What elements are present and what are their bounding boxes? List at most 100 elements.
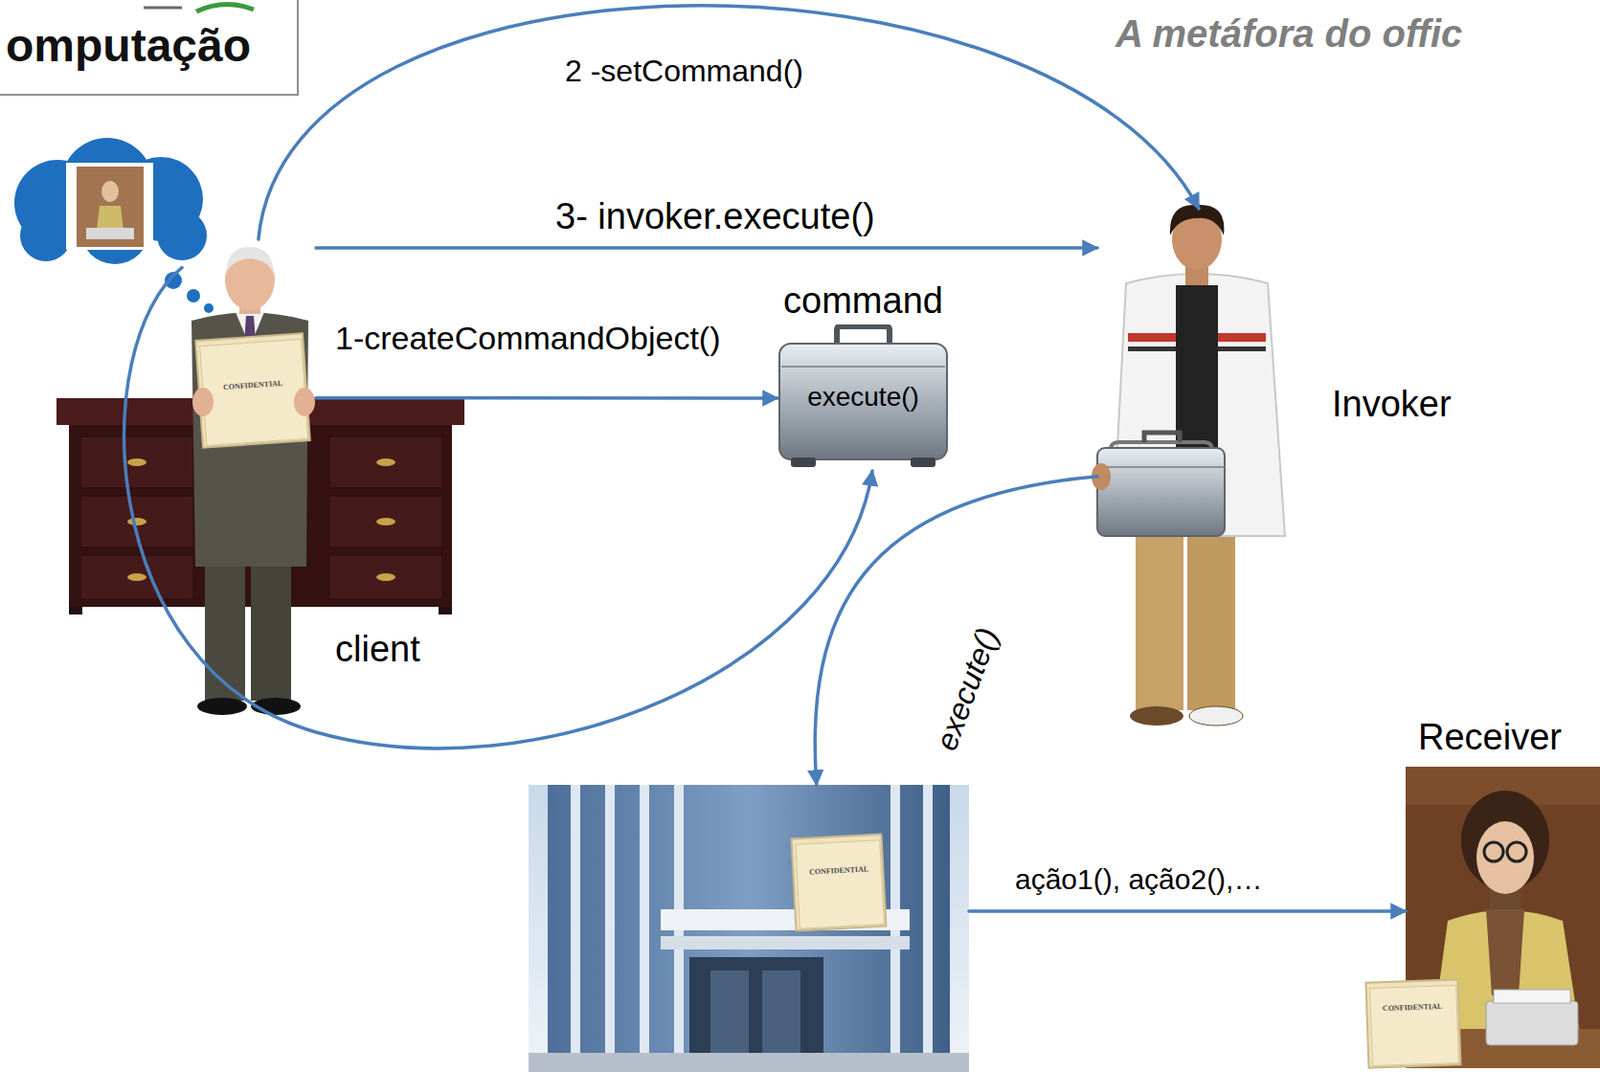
desk: [376, 573, 396, 582]
receiver-photo: [1476, 821, 1534, 895]
slide-title: A metáfora do offic: [1115, 11, 1463, 56]
client-figure: [200, 338, 309, 446]
connector-arrow: [124, 268, 873, 749]
invoker-figure: [1217, 333, 1266, 342]
folder-stamp: CONFIDENTIAL: [1382, 1002, 1443, 1014]
briefcase-shape: [910, 457, 936, 468]
desk: [376, 518, 396, 526]
connector-arrow: [969, 909, 1406, 914]
invoker-figure: [1129, 706, 1184, 726]
thought-cloud: [186, 289, 201, 303]
thought-cloud: [203, 303, 214, 314]
desk: [438, 607, 452, 615]
invoker-figure: [1217, 346, 1266, 352]
briefcase-shape: [781, 365, 946, 368]
client-figure: [293, 387, 316, 417]
receiver-photo: [1486, 909, 1525, 996]
receiver-photo: [1365, 979, 1461, 1068]
invoker-figure: [1144, 432, 1180, 443]
building-photo: [923, 785, 933, 1072]
invoker-figure: [1135, 536, 1184, 711]
receiver-photo: [1507, 842, 1527, 862]
connector-arrow: [258, 5, 1199, 240]
client-figure: [225, 247, 274, 276]
building-photo: [689, 957, 824, 1061]
desk: [68, 607, 83, 615]
logo-box: [0, 0, 298, 95]
building-photo: [795, 840, 884, 929]
method-label: execute(): [807, 382, 920, 413]
desk: [127, 573, 147, 582]
invoker-figure: [1097, 466, 1225, 469]
receiver-photo: [1486, 1001, 1578, 1046]
receiver-photo: [1365, 979, 1461, 1068]
desk: [80, 555, 194, 600]
desk: [127, 518, 147, 526]
connector-arrow: [315, 396, 778, 401]
thought-cloud: [76, 166, 144, 248]
node-label: Invoker: [1331, 383, 1452, 427]
edge-label: 2 -setCommand(): [564, 53, 804, 90]
invoker-figure: [1187, 536, 1236, 711]
building-node: [528, 785, 970, 1072]
desk: [127, 458, 147, 467]
receiver-photo-node: Receiver: [1405, 766, 1600, 1069]
client-figure: [191, 247, 316, 716]
invoker-figure: [1170, 204, 1225, 236]
thought-cloud: [14, 137, 214, 314]
receiver-photo: [1370, 985, 1460, 1066]
receiver-photo: [1493, 990, 1571, 1004]
logo-box: [196, 3, 254, 12]
logo-box: [143, 6, 182, 10]
desk: [80, 436, 194, 489]
folder-stamp: CONFIDENTIAL: [223, 379, 284, 393]
edge-label: ação1(), ação2(),…: [1014, 863, 1262, 898]
invoker-figure: [1091, 204, 1285, 726]
invoker-figure: [1097, 448, 1225, 537]
invoker-figure: [1127, 333, 1176, 342]
client-figure: [191, 313, 309, 568]
edge-label: 3- invoker.execute(): [555, 196, 876, 239]
thought-cloud: [20, 209, 72, 262]
client-figure-node: client: [181, 239, 316, 714]
building-photo: [570, 785, 581, 1072]
client-figure: [195, 333, 311, 449]
invoker-figure: [1127, 346, 1176, 352]
client-figure: [192, 387, 214, 417]
building-photo: [528, 785, 970, 1072]
edge-label: execute(): [928, 623, 1006, 756]
building-photo: [605, 785, 615, 1072]
building-photo: [762, 970, 801, 1061]
thought-cloud: [101, 180, 119, 203]
thought-cloud: [86, 227, 135, 240]
client-figure: [195, 333, 311, 449]
thought-cloud: [157, 210, 207, 261]
building-photo: [639, 785, 650, 1072]
thought-cloud: [66, 162, 154, 250]
connector-arrow: [315, 246, 1098, 250]
building-photo: [547, 785, 950, 1072]
folder-stamp: CONFIDENTIAL: [809, 864, 870, 877]
invoker-figure: [1189, 706, 1243, 726]
building-photo: [528, 785, 970, 1072]
receiver-photo: [1365, 766, 1600, 1069]
desk: [329, 495, 443, 548]
building-photo: [710, 970, 749, 1061]
building-photo: [660, 936, 910, 950]
receiver-photo: [1484, 842, 1504, 862]
desk: [376, 458, 396, 467]
node-heading: command: [783, 280, 944, 323]
desk: [329, 436, 443, 489]
briefcase-shape: [790, 457, 816, 468]
command-briefcase: commandexecute(): [777, 324, 949, 472]
building-photo: [791, 834, 887, 932]
edge-label: 1-createCommandObject(): [335, 319, 721, 358]
desk: [329, 555, 443, 600]
logo-text: omputação: [5, 19, 251, 72]
connector-arrow: [814, 476, 1098, 786]
client-figure: [197, 698, 248, 716]
building-photo: [791, 834, 887, 932]
briefcase-shape: [779, 343, 947, 460]
